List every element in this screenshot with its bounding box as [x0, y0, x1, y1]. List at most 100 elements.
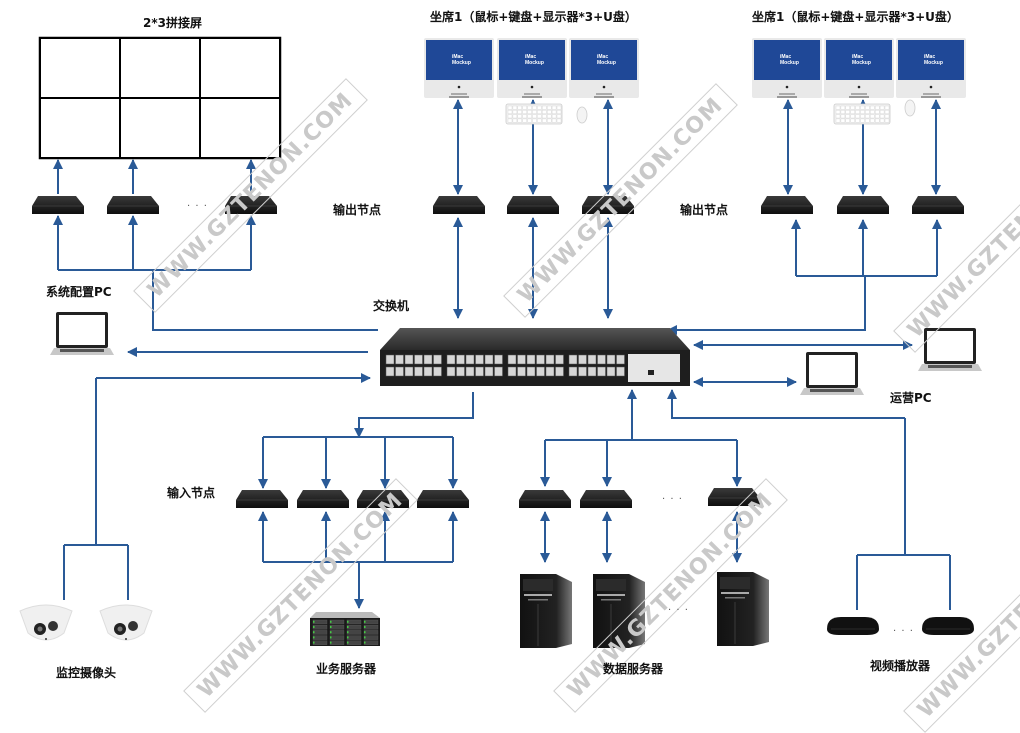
keyboard-key — [547, 118, 552, 123]
keyboard-key — [517, 114, 522, 119]
network-switch — [380, 328, 690, 386]
keyboard-key — [527, 105, 532, 110]
video-wall-panel — [119, 37, 201, 99]
switch-port — [507, 354, 517, 365]
keyboard-key — [512, 110, 518, 114]
connection-line — [152, 270, 378, 331]
screen-text: Mockup — [597, 60, 616, 66]
switch-port — [545, 354, 555, 365]
switch-port — [423, 354, 433, 365]
keyboard-key — [547, 110, 552, 114]
switch-port — [395, 354, 404, 365]
switch-port — [597, 354, 606, 365]
output-node — [507, 196, 559, 214]
rack-led — [364, 631, 366, 634]
laptop-screen — [927, 331, 973, 361]
keyboard — [833, 103, 891, 125]
rack-led — [347, 631, 349, 634]
keyboard — [505, 103, 563, 125]
node-body — [433, 196, 485, 214]
output-node-right-label: 输出节点 — [680, 203, 729, 217]
switch-port — [555, 354, 564, 365]
rack-top — [310, 612, 380, 618]
keyboard-key — [870, 110, 875, 114]
monitor-shade — [898, 40, 964, 80]
node-body — [107, 196, 159, 214]
node-body — [761, 196, 813, 214]
switch-port — [414, 354, 423, 365]
config-pc-label: 系统配置PC — [46, 285, 112, 299]
keyboard-key — [875, 114, 880, 119]
screen-text: Mockup — [780, 60, 799, 66]
input-node — [580, 490, 632, 508]
switch-port — [517, 366, 526, 377]
input-node-label: 输入节点 — [167, 486, 216, 500]
keyboard-key — [556, 114, 562, 119]
laptop-keys — [810, 389, 854, 392]
output-node — [107, 196, 159, 214]
screen-text: iMac — [525, 54, 536, 60]
monitor-base — [849, 96, 869, 98]
input-node — [357, 490, 409, 508]
tower-panel — [524, 594, 552, 596]
video-wall-label: 2*3拼接屏 — [143, 16, 202, 30]
switch-port — [484, 366, 494, 377]
camera-body — [19, 604, 73, 641]
node-body — [519, 490, 571, 508]
output-node-left-label: 输出节点 — [333, 203, 382, 217]
keyboard-key — [865, 118, 870, 123]
camera-ir — [48, 621, 58, 631]
tower-server — [593, 574, 645, 648]
screen-text: iMac — [780, 54, 791, 60]
video-wall-panel — [39, 97, 121, 159]
monitor-stand — [596, 93, 612, 95]
monitor-shade — [499, 40, 565, 80]
monitor-screen — [754, 40, 820, 80]
ellipsis: · · · — [187, 201, 208, 212]
keyboard-key — [879, 118, 885, 123]
monitor-shade — [571, 40, 637, 80]
switch-port — [494, 354, 503, 365]
keyboard-key — [532, 110, 537, 114]
keyboard-key — [547, 105, 552, 110]
rack-server — [310, 612, 380, 646]
keyboard-key — [532, 114, 537, 119]
video-wall-panel — [199, 37, 281, 99]
monitor-base — [777, 96, 797, 98]
node-body — [32, 196, 84, 214]
tower-server — [520, 574, 572, 648]
keyboard-key — [875, 110, 880, 114]
monitor-logo — [929, 85, 933, 89]
switch-port — [616, 354, 625, 365]
switch-port — [456, 366, 465, 377]
switch-port — [568, 354, 578, 365]
keyboard-key — [884, 118, 890, 123]
tower-bay — [596, 579, 626, 591]
keyboard-key — [875, 105, 880, 110]
monitor-stand — [923, 93, 939, 95]
rack-led — [330, 620, 332, 623]
input-node — [417, 490, 469, 508]
connection-line — [667, 276, 866, 335]
monitor-base — [594, 96, 614, 98]
keyboard-key — [845, 105, 850, 110]
seat-left-label: 坐席1（鼠标+键盘+显示器*3+U盘） — [430, 10, 637, 24]
laptop-screen — [809, 355, 855, 385]
keyboard-key — [870, 105, 875, 110]
keyboard-key — [537, 118, 542, 123]
keyboard-key — [879, 114, 885, 119]
rack-led — [364, 620, 366, 623]
switch-port — [446, 366, 456, 377]
keyboard-key — [532, 118, 537, 123]
switch-port — [385, 354, 395, 365]
input-node — [236, 490, 288, 508]
monitor-screen — [426, 40, 492, 80]
node-body — [912, 196, 964, 214]
keyboard-key — [840, 114, 846, 119]
connection-line — [667, 389, 905, 419]
keyboard-key — [507, 114, 513, 119]
rack-led — [364, 626, 366, 628]
cameras-label: 监控摄像头 — [56, 666, 117, 680]
